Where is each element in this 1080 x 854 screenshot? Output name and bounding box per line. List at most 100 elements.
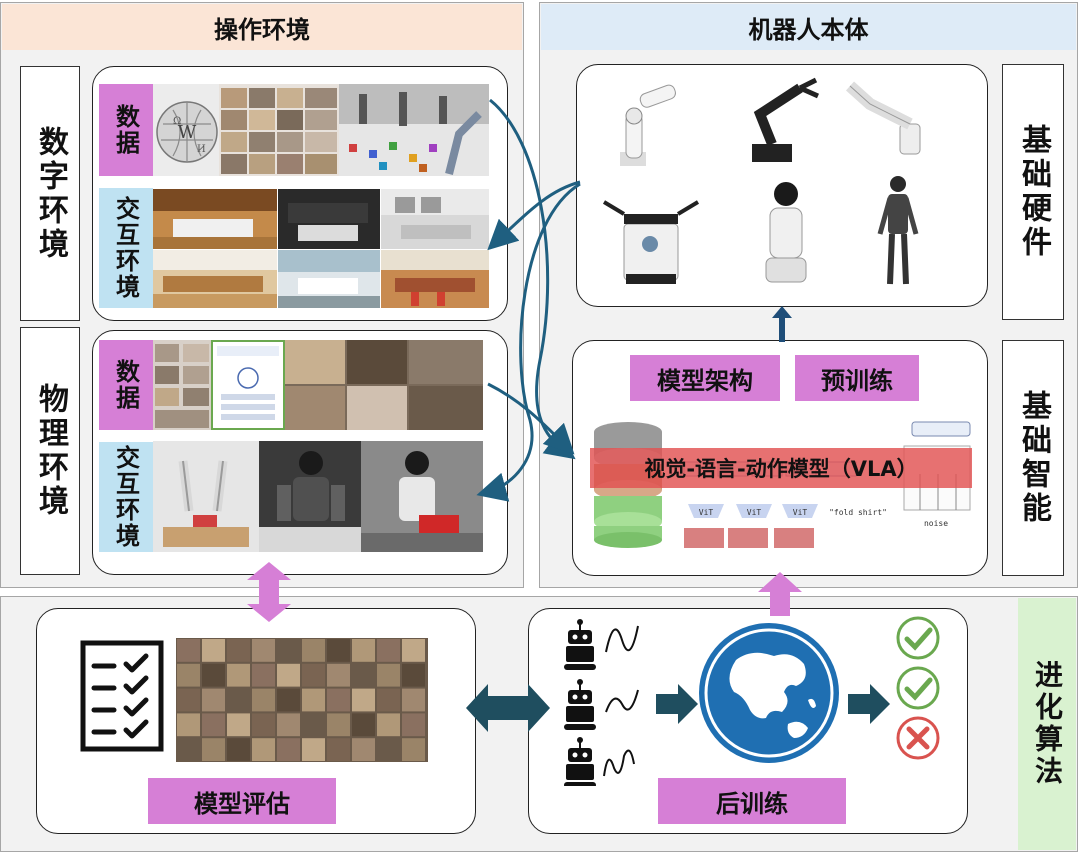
robot-icon (564, 679, 596, 730)
kitchen-scene-5-image (278, 250, 380, 308)
humanoid-robot-photo-2 (361, 441, 483, 552)
noise-label: noise (924, 519, 948, 528)
robot-icon (564, 737, 596, 786)
service-robot (765, 182, 807, 283)
svg-text:W: W (178, 122, 197, 143)
wave-icon (605, 689, 639, 713)
vla-banner: 视觉-语言-动作模型（VLA） (590, 448, 972, 488)
physical-data-tag: 数据 (99, 340, 153, 430)
eval-thumbnail (402, 688, 425, 712)
eval-thumbnail (402, 713, 425, 737)
eval-thumbnail (227, 713, 250, 737)
eval-thumbnail (352, 663, 375, 687)
eval-thumbnail (277, 688, 300, 712)
eval-thumbnail (402, 639, 425, 662)
mobile-manipulator-robot (602, 200, 700, 284)
eval-thumbnail (202, 663, 225, 687)
robot-body-header: 机器人本体 (541, 4, 1076, 50)
eval-thumbnail (202, 713, 225, 737)
result-icons (896, 616, 940, 760)
sim-robot-scene-image (339, 84, 489, 176)
physical-data-collage-image (153, 340, 211, 430)
eval-thumbnail (327, 663, 350, 687)
eval-thumbnail (302, 639, 325, 662)
eval-thumbnail (227, 688, 250, 712)
eval-thumbnail (302, 738, 325, 761)
eval-thumbnail (277, 713, 300, 737)
eval-thumbnail (177, 713, 200, 737)
vit-label-2: ViT (747, 508, 762, 517)
eval-thumbnail (227, 663, 250, 687)
eval-thumbnail (377, 663, 400, 687)
evolution-header: 进化算法 (1018, 598, 1076, 850)
physical-env-label: 物理环境 (20, 327, 80, 575)
kitchen-scene-1-image (153, 189, 277, 249)
env-eval-double-arrow (247, 562, 291, 622)
operating-env-header: 操作环境 (2, 4, 522, 50)
robot-arm-3 (845, 81, 921, 155)
humanoid-robot (877, 176, 919, 285)
model-architecture-tag: 模型架构 (630, 355, 780, 401)
eval-thumbnail (377, 713, 400, 737)
wave-icon (603, 749, 635, 777)
eval-thumbnail (327, 713, 350, 737)
check-icon (896, 616, 940, 660)
cross-icon (896, 716, 940, 760)
posttrain-to-intelligence-arrow (758, 572, 802, 616)
robot-hardware-gallery (602, 77, 921, 285)
eval-thumbnail (252, 639, 275, 662)
wave-icon (605, 625, 639, 653)
digital-env-label: 数字环境 (20, 66, 80, 321)
eval-thumbnail (202, 738, 225, 761)
eval-thumbnail (327, 639, 350, 662)
eval-thumbnail (402, 663, 425, 687)
svg-text:И: И (197, 144, 206, 155)
eval-thumbnail (177, 738, 200, 761)
kitchen-scene-2-image (278, 189, 380, 249)
eval-thumbnail (177, 688, 200, 712)
aloha-robot-image (153, 441, 259, 552)
humanoid-robot-photo-1 (259, 441, 361, 552)
kitchen-scene-4-image (153, 250, 277, 308)
robot-demo-collage-image (285, 340, 483, 430)
arrow-to-globe (656, 684, 698, 724)
eval-thumbnail (277, 663, 300, 687)
eval-thumbnail (202, 639, 225, 662)
eval-thumbnail (352, 713, 375, 737)
eval-thumbnail (252, 688, 275, 712)
eval-thumbnail (227, 639, 250, 662)
eval-thumbnail (352, 688, 375, 712)
eval-thumbnail (177, 639, 200, 662)
eval-thumbnail (277, 738, 300, 761)
dataset-collage-image (219, 84, 339, 176)
vit-label-3: ViT (793, 508, 808, 517)
fold-shirt-label: "fold shirt" (829, 508, 887, 517)
eval-thumbnail (377, 738, 400, 761)
eval-thumbnail (202, 688, 225, 712)
wikipedia-globe-image: W Ω И (153, 84, 219, 176)
embodiment-stats-image (211, 340, 285, 430)
globe-icon (699, 623, 839, 763)
eval-thumbnail (377, 639, 400, 662)
eval-thumbnail (352, 639, 375, 662)
svg-text:Ω: Ω (173, 116, 181, 127)
model-eval-tag: 模型评估 (148, 778, 336, 824)
checklist-icon (80, 640, 164, 752)
eval-thumbnail (302, 713, 325, 737)
vit-label-1: ViT (699, 508, 714, 517)
digital-interactive-tag: 交互环境 (99, 188, 153, 308)
double-arrow-icon (466, 684, 550, 732)
check-icon (896, 666, 940, 710)
robot-arm-1 (620, 84, 676, 166)
eval-thumbnail (352, 738, 375, 761)
wikipedia-globe-icon: W Ω И (156, 101, 218, 163)
eval-thumbnail (252, 738, 275, 761)
eval-thumbnail (252, 713, 275, 737)
eval-thumbnail (277, 639, 300, 662)
robot-rollouts (564, 619, 639, 786)
eval-thumbnail (252, 663, 275, 687)
kitchen-scene-3-image (381, 189, 489, 249)
eval-thumbnail (327, 738, 350, 761)
eval-thumbnail (302, 688, 325, 712)
